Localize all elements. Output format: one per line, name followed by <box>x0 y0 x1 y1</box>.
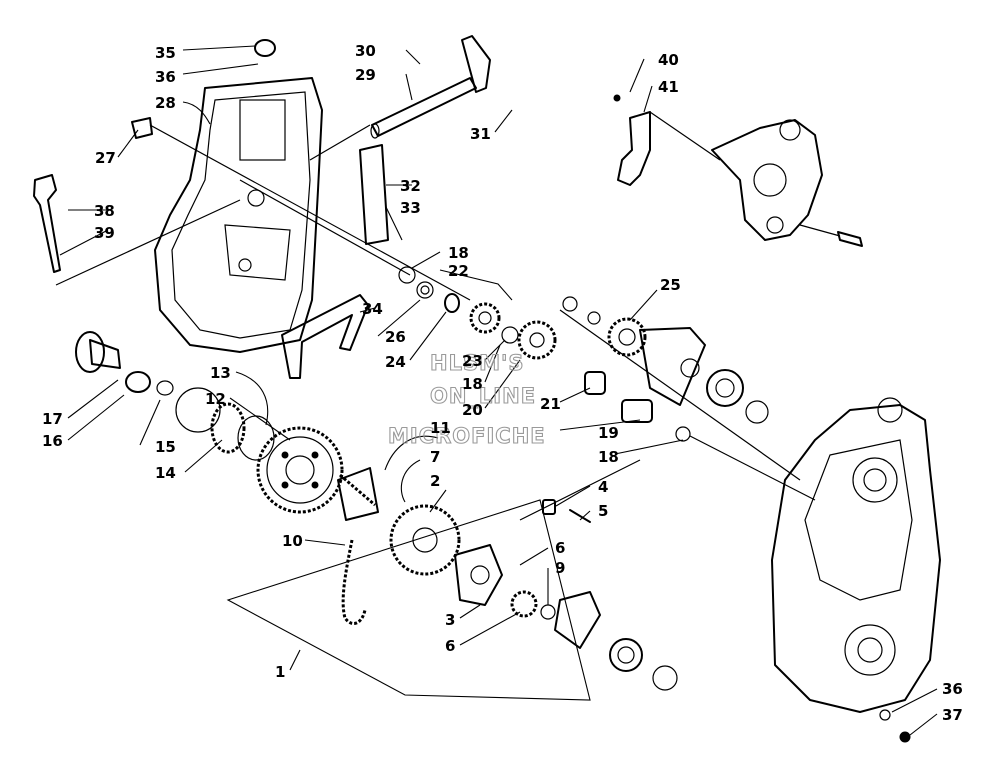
callout-36-lower: 36 <box>942 680 963 698</box>
callout-35: 35 <box>155 44 176 62</box>
callout-29: 29 <box>355 66 376 84</box>
callout-1: 1 <box>275 663 285 681</box>
callout-19: 19 <box>598 424 619 442</box>
leader-lines <box>59 45 938 736</box>
callout-18-lower: 18 <box>598 448 619 466</box>
callout-23: 23 <box>462 352 483 370</box>
callout-6-upper: 6 <box>555 539 565 557</box>
callout-32: 32 <box>400 177 421 195</box>
callout-18-mid: 18 <box>462 375 483 393</box>
callout-41: 41 <box>658 78 679 96</box>
transmission-housing <box>771 397 941 743</box>
callout-27: 27 <box>95 149 116 167</box>
callout-5: 5 <box>598 502 608 520</box>
callout-9: 9 <box>555 559 565 577</box>
callout-38: 38 <box>94 202 115 220</box>
callout-6-lower: 6 <box>445 637 455 655</box>
splined-gear <box>339 473 376 507</box>
callout-12: 12 <box>205 390 226 408</box>
callout-7: 7 <box>430 448 440 466</box>
callout-30: 30 <box>355 42 376 60</box>
callout-36-top: 36 <box>155 68 176 86</box>
callout-31: 31 <box>470 125 491 143</box>
mounting-bracket-34 <box>281 294 369 379</box>
callout-2: 2 <box>430 472 440 490</box>
drive-chain <box>341 539 367 626</box>
callout-16: 16 <box>42 432 63 450</box>
assembly-lines <box>55 111 841 521</box>
group-bracket <box>226 499 591 701</box>
callout-24: 24 <box>385 353 406 371</box>
fasteners-left <box>33 39 276 273</box>
brake-bracket <box>613 94 863 247</box>
watermark-line-2: ON_LINE <box>430 384 536 408</box>
callout-17: 17 <box>42 410 63 428</box>
driven-gear-assembly <box>389 499 678 691</box>
callout-15: 15 <box>155 438 176 456</box>
watermark: HLSM'S ON_LINE MICROFICHE <box>387 350 546 448</box>
shift-shaft <box>370 35 491 139</box>
callout-33: 33 <box>400 199 421 217</box>
callout-13: 13 <box>210 364 231 382</box>
callout-3: 3 <box>445 611 455 629</box>
splined-gear-body <box>337 467 379 521</box>
callout-25: 25 <box>660 276 681 294</box>
callout-20: 20 <box>462 401 483 419</box>
gasket-plate <box>359 144 389 245</box>
callout-4: 4 <box>598 478 608 496</box>
callout-40: 40 <box>658 51 679 69</box>
callout-37: 37 <box>942 706 963 724</box>
watermark-line-3: MICROFICHE <box>388 424 546 448</box>
callout-28: 28 <box>155 94 176 112</box>
large-sprocket <box>256 426 344 514</box>
callout-14: 14 <box>155 464 176 482</box>
callout-11: 11 <box>430 419 451 437</box>
callout-26: 26 <box>385 328 406 346</box>
gear-25-assembly <box>607 317 769 424</box>
callout-labels: 35 36 28 27 30 29 31 32 33 40 41 38 39 1… <box>42 42 963 724</box>
callout-18-upper: 18 <box>448 244 469 262</box>
callout-10: 10 <box>282 532 303 550</box>
callout-39: 39 <box>94 224 115 242</box>
callout-21: 21 <box>540 395 561 413</box>
shaft-small-parts <box>398 266 691 442</box>
chaincase-cover <box>154 77 323 353</box>
watermark-line-1: HLSM'S <box>430 351 525 375</box>
callout-34: 34 <box>362 300 383 318</box>
callout-22: 22 <box>448 262 469 280</box>
